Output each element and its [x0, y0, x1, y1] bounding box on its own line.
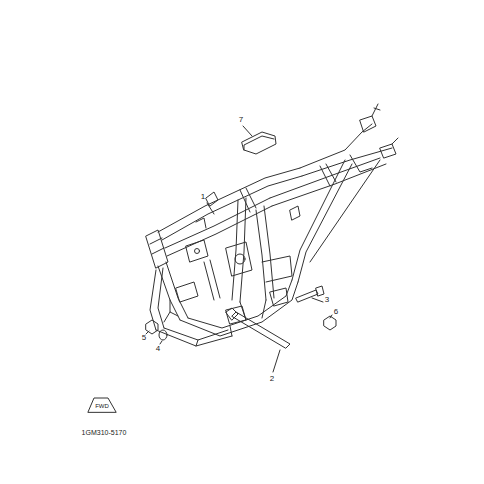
- washer: [159, 330, 167, 340]
- callout-number: 5: [142, 334, 146, 342]
- leader-lines: [146, 126, 332, 372]
- bolt: [296, 286, 324, 302]
- forward-symbol: [88, 398, 116, 412]
- drawing-code: 1GM310-5170: [82, 429, 127, 436]
- callout-number: 4: [156, 345, 160, 353]
- motorcycle-frame: [146, 104, 398, 346]
- callout-number: 7: [239, 116, 243, 124]
- nut: [146, 320, 158, 334]
- bracket-line: [164, 300, 178, 322]
- callout-number: 2: [270, 375, 274, 383]
- callout-number: 3: [325, 296, 329, 304]
- callout-number: 1: [201, 193, 205, 201]
- callout-number: 6: [334, 308, 338, 316]
- frame-pad: [242, 132, 276, 154]
- long-bolt: [226, 308, 290, 348]
- direction-text: FWD: [95, 403, 109, 409]
- nut: [324, 316, 336, 330]
